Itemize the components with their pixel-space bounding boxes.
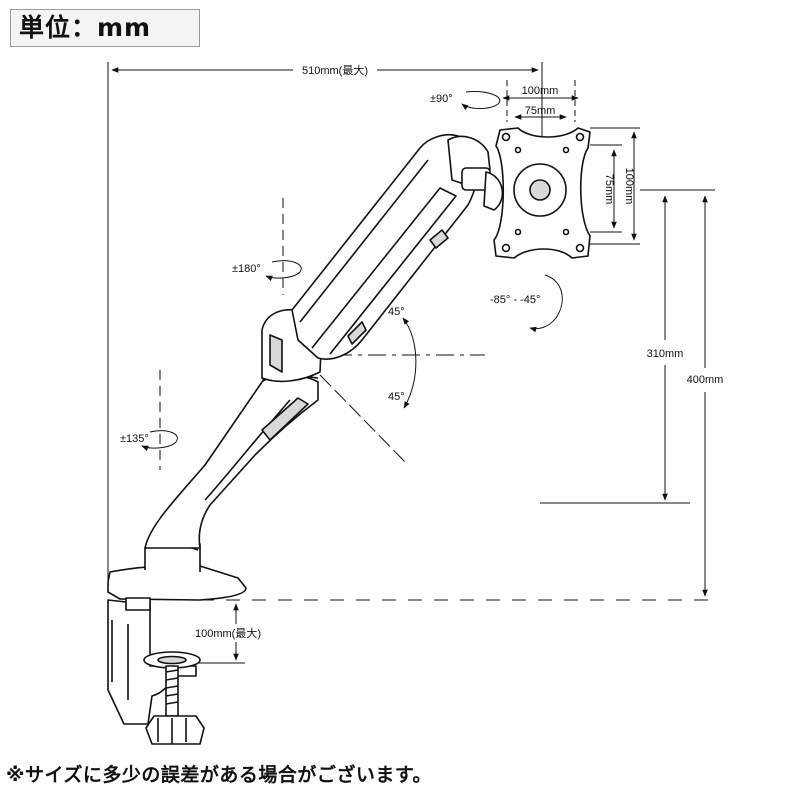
label-angle-down: 45° xyxy=(388,391,405,403)
label-height-400: 400mm xyxy=(687,374,724,386)
label-vesa-inner-h: 75mm xyxy=(525,105,556,117)
label-angle-up: 45° xyxy=(388,306,405,318)
monitor-arm xyxy=(107,127,591,745)
label-vesa-inner-v: 75mm xyxy=(603,174,615,205)
label-rotate-lower: ±135° xyxy=(120,433,149,445)
label-vesa-outer-v: 100mm xyxy=(623,168,635,205)
label-rotate-upper: ±180° xyxy=(232,263,261,275)
lower-arm xyxy=(144,374,319,549)
reference-lines xyxy=(107,62,715,664)
label-vesa-outer-h: 100mm xyxy=(522,85,559,97)
clamp-knob xyxy=(145,715,205,745)
footnote: ※サイズに多少の誤差がある場合がございます。 xyxy=(6,764,433,786)
arm-base xyxy=(107,564,247,601)
label-clamp-range: 100mm(最大) xyxy=(195,626,261,640)
label-height-310: 310mm xyxy=(647,348,684,360)
label-tilt-range: -85° - -45° xyxy=(490,294,540,306)
label-rotate-plate: ±90° xyxy=(430,93,453,105)
rotation-arrows xyxy=(141,91,563,451)
dimension-arrows xyxy=(111,67,708,661)
dimension-labels: 510mm(最大) ±90° 100mm 75mm 75mm 100mm ±18… xyxy=(120,63,723,640)
unit-label: 単位：mm xyxy=(10,9,200,47)
label-total-reach: 510mm(最大) xyxy=(302,63,368,77)
